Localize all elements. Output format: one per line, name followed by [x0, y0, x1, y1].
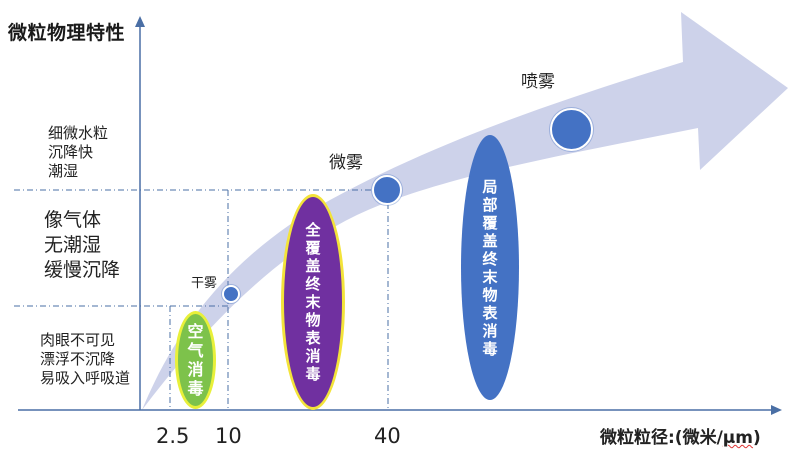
y-axis-title: 微粒物理特性 — [8, 22, 126, 44]
ellipse-char: 终 — [305, 275, 321, 293]
ellipse-char: 消 — [305, 347, 321, 365]
ellipse-char: 末 — [482, 267, 498, 286]
ellipse-full-coverage-disinfection: 全 覆 盖 终 末 物 表 消 毒 — [281, 194, 345, 410]
band-line: 肉眼不可见 — [40, 331, 116, 349]
ellipse-char: 终 — [482, 249, 498, 268]
x-axis-title: 微粒粒径:(微米/μm) — [600, 423, 761, 448]
ellipse-char: 消 — [187, 360, 204, 379]
growth-arrow-shape — [142, 12, 788, 410]
band-line: 沉降快 — [48, 143, 94, 161]
x-axis-title-suffix: ) — [753, 428, 761, 448]
ellipse-char: 盖 — [482, 231, 498, 250]
point-label-micro-fog: 微雾 — [329, 153, 363, 173]
ellipse-char: 盖 — [305, 257, 321, 275]
ellipse-air-disinfection: 空 气 消 毒 — [175, 311, 216, 409]
ellipse-char: 局 — [482, 177, 498, 196]
ellipse-char: 毒 — [482, 339, 498, 358]
x-tick-40: 40 — [374, 424, 401, 448]
ellipse-char: 全 — [305, 221, 321, 239]
ellipse-char: 末 — [305, 293, 321, 311]
point-micro-fog — [372, 175, 402, 205]
ellipse-partial-coverage-disinfection: 局 部 覆 盖 终 末 物 表 消 毒 — [461, 135, 519, 400]
band-line: 漂浮不沉降 — [40, 350, 116, 368]
band-label-fine-droplets: 细微水粒 沉降快 潮湿 — [48, 124, 108, 181]
ellipse-char: 消 — [482, 321, 498, 340]
ellipse-char: 物 — [482, 285, 498, 304]
ellipse-char: 表 — [305, 329, 321, 347]
band-line: 像气体 — [44, 209, 102, 231]
x-axis-unit: μm — [722, 428, 754, 448]
band-line: 无潮湿 — [44, 234, 102, 256]
ellipse-char: 覆 — [305, 239, 321, 257]
point-label-dry-fog: 干雾 — [191, 276, 218, 291]
x-tick-2-5: 2.5 — [156, 424, 190, 448]
x-tick-10: 10 — [215, 424, 242, 448]
band-label-gas-like: 像气体 无潮湿 缓慢沉降 — [44, 208, 120, 283]
ellipse-char: 空 — [187, 321, 204, 341]
ellipse-char: 气 — [187, 340, 204, 360]
band-label-invisible: 肉眼不可见 漂浮不沉降 易吸入呼吸道 — [40, 331, 130, 388]
ellipse-char: 毒 — [305, 365, 321, 383]
ellipse-char: 毒 — [187, 379, 204, 399]
point-label-spray: 喷雾 — [521, 72, 555, 92]
ellipse-char: 表 — [482, 303, 498, 322]
ellipse-char: 覆 — [482, 213, 498, 232]
ellipse-char: 物 — [305, 311, 321, 329]
point-dry-fog — [222, 285, 240, 303]
ellipse-char: 部 — [482, 195, 498, 214]
y-axis-arrowhead-icon — [135, 16, 145, 27]
x-axis-arrowhead-icon — [771, 405, 782, 415]
x-axis-title-text: 微粒粒径:(微米/ — [600, 428, 723, 448]
point-spray — [550, 108, 593, 151]
band-line: 细微水粒 — [48, 124, 109, 142]
band-line: 易吸入呼吸道 — [40, 369, 131, 387]
band-line: 缓慢沉降 — [44, 259, 121, 281]
band-line: 潮湿 — [48, 162, 79, 180]
